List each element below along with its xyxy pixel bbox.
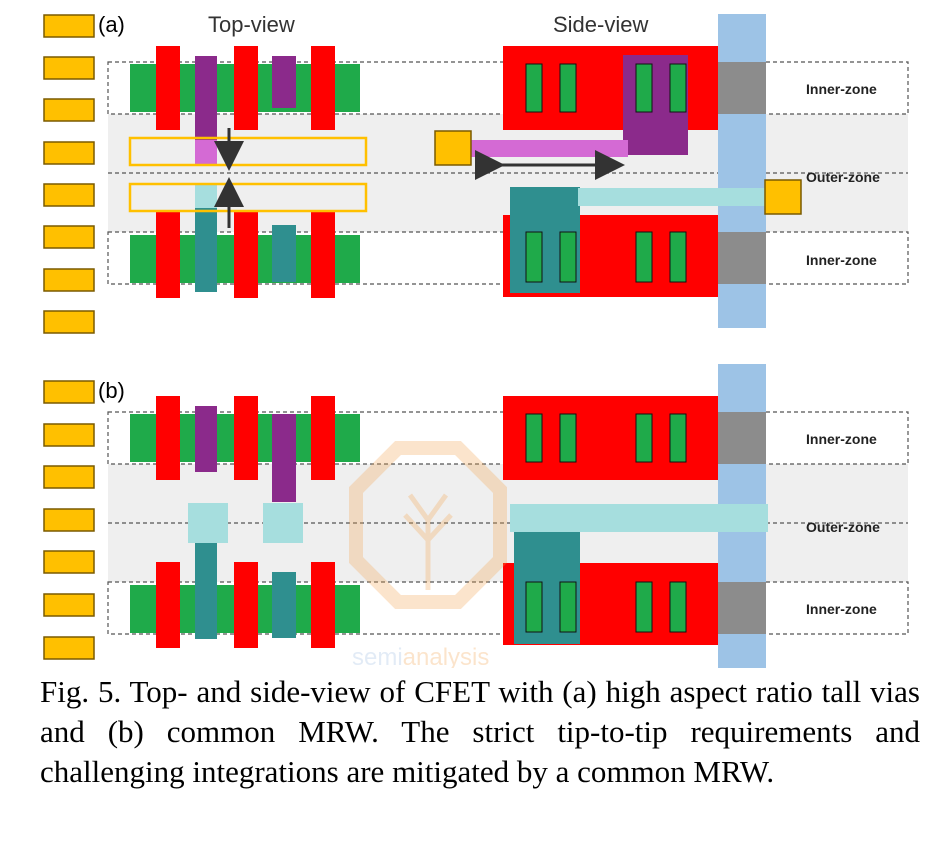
pad <box>43 508 95 532</box>
channel <box>525 231 543 283</box>
gate <box>234 46 258 130</box>
zone-label: Outer-zone <box>806 519 880 535</box>
pad <box>43 225 95 249</box>
gray-block <box>718 412 766 464</box>
zone-label: Inner-zone <box>806 252 877 268</box>
tip-box-lower <box>128 182 368 213</box>
channel <box>525 63 543 113</box>
pad <box>43 636 95 660</box>
watermark-tree-icon <box>403 493 453 590</box>
gate <box>311 396 335 480</box>
via-teal-short <box>272 572 296 638</box>
pad <box>43 593 95 617</box>
gate <box>234 562 258 648</box>
gray-block <box>718 232 766 284</box>
via-light-teal <box>195 184 217 208</box>
gate <box>156 212 180 298</box>
watermark-logo-icon <box>349 441 507 609</box>
panel-b: (b) Inner-zone Outer-zone Inner-zone <box>98 364 909 668</box>
channel <box>559 231 577 283</box>
watermark-part1: semi <box>352 644 403 668</box>
pad <box>43 98 95 122</box>
pad <box>43 423 95 447</box>
gate <box>234 396 258 480</box>
panel-tag: (a) <box>98 12 125 37</box>
zone-label: Inner-zone <box>806 601 877 617</box>
pad <box>43 465 95 489</box>
channel <box>669 413 687 463</box>
via-pink <box>195 140 217 164</box>
gate <box>234 212 258 298</box>
side-view-title: Side-view <box>553 12 648 37</box>
pink-wire <box>470 140 628 157</box>
zone-label: Inner-zone <box>806 81 877 97</box>
via-purple-short <box>195 406 217 472</box>
gate <box>156 396 180 480</box>
gate <box>311 212 335 298</box>
channel <box>559 63 577 113</box>
via-purple <box>272 414 296 502</box>
channel <box>635 231 653 283</box>
via-teal <box>195 208 217 292</box>
channel <box>525 413 543 463</box>
mrw-pad <box>188 503 228 543</box>
pad <box>43 310 95 334</box>
semianalysis-watermark: semianalysis <box>349 441 507 668</box>
mrw-pad <box>263 503 303 543</box>
pad <box>43 268 95 292</box>
cfet-figure: (a) Top-view Side-view Inner-zone Outer-… <box>43 12 909 668</box>
channel <box>669 63 687 113</box>
via-purple <box>195 56 217 140</box>
tip-box-upper <box>128 136 368 167</box>
via-teal-short <box>272 225 296 282</box>
pad <box>43 56 95 80</box>
channel <box>669 231 687 283</box>
pad <box>43 14 95 38</box>
watermark-part2: analysis <box>403 644 490 668</box>
pad <box>43 141 95 165</box>
pad <box>43 380 95 404</box>
figure-caption: Fig. 5. Top- and side-view of CFET with … <box>40 674 920 789</box>
channel <box>635 63 653 113</box>
channel <box>559 413 577 463</box>
panel-a: (a) Top-view Side-view Inner-zone Outer-… <box>98 12 909 328</box>
pad-column <box>43 14 95 660</box>
panel-tag: (b) <box>98 378 125 403</box>
common-mrw <box>510 504 768 532</box>
pad <box>43 550 95 574</box>
channel <box>559 581 577 633</box>
gate <box>311 46 335 130</box>
zone-label: Outer-zone <box>806 169 880 185</box>
gate <box>156 46 180 130</box>
zone-label: Inner-zone <box>806 431 877 447</box>
channel <box>635 413 653 463</box>
gate <box>156 562 180 648</box>
top-view-title: Top-view <box>208 12 295 37</box>
pad <box>43 183 95 207</box>
light-teal-wire <box>578 188 768 206</box>
channel <box>669 581 687 633</box>
channel <box>525 581 543 633</box>
watermark-text: semianalysis <box>352 644 489 668</box>
gray-block <box>718 582 766 634</box>
via-purple-short <box>272 56 296 108</box>
gray-block <box>718 62 766 114</box>
via-teal <box>195 543 217 639</box>
channel <box>635 581 653 633</box>
pad-side <box>764 179 802 215</box>
pad-side <box>434 130 472 166</box>
gate <box>311 562 335 648</box>
